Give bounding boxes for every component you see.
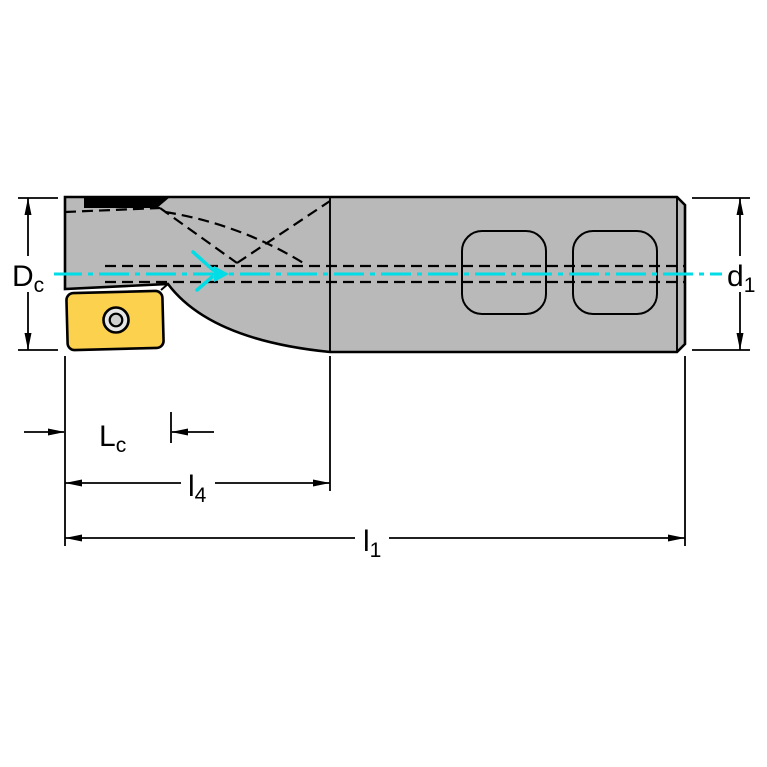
l4-label-backing (181, 465, 215, 501)
dimension-d1: d1 (692, 197, 766, 351)
l4-arrowhead-left (65, 479, 82, 487)
cutting-edge-top-strip (84, 197, 170, 208)
dc-label-backing (6, 256, 54, 292)
lc-arrowhead-left (48, 428, 65, 436)
coolant-flow-line-lower (195, 275, 214, 292)
dimension-l4: l4 (65, 465, 330, 507)
coolant-flow-line-upper (191, 250, 215, 272)
hidden-flute-edge-left (159, 207, 238, 264)
l1-label-backing (355, 520, 389, 556)
insert-pocket-edge (160, 283, 169, 291)
hidden-flute-curve (164, 210, 306, 265)
d1-label-backing (722, 256, 766, 292)
dc-label: Dc (12, 260, 44, 297)
dimension-lc: Lc (24, 420, 214, 457)
d1-arrowhead-top (736, 198, 744, 215)
lc-arrowhead-right (171, 428, 188, 436)
lc-label: Lc (99, 420, 126, 457)
d1-label: d1 (727, 260, 755, 297)
l1-label: l1 (363, 525, 381, 562)
l1-arrowhead-left (65, 534, 82, 542)
l4-label: l4 (188, 470, 207, 507)
d1-arrowhead-bottom (736, 333, 744, 350)
dimension-dc: Dc (6, 197, 58, 351)
insert-screw-hole-inner (108, 312, 124, 328)
dc-arrowhead-bottom (24, 333, 32, 350)
l4-arrowhead-right (313, 479, 330, 487)
dc-arrowhead-top (24, 198, 32, 215)
l1-arrowhead-right (668, 534, 685, 542)
hidden-flute-edge-right (236, 200, 331, 264)
coolant-flow-arrowhead (214, 266, 229, 282)
dimension-l1: l1 (65, 520, 685, 562)
